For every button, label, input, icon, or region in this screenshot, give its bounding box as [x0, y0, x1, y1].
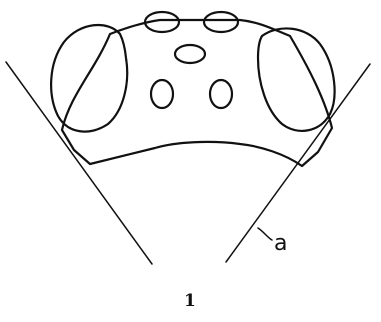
label-a-leader — [258, 228, 272, 240]
label-a: a — [274, 231, 287, 256]
left-angle-line — [6, 62, 152, 264]
right-ocellus — [210, 80, 232, 108]
right-angle-line — [226, 64, 370, 262]
left-compound-eye — [51, 25, 127, 132]
right-antennal-socket — [204, 12, 238, 32]
median-ocellus — [175, 45, 205, 63]
figure-number: 1 — [184, 291, 196, 311]
left-ocellus — [151, 80, 173, 108]
head-capsule-outline — [62, 20, 332, 166]
right-compound-eye — [258, 28, 335, 130]
